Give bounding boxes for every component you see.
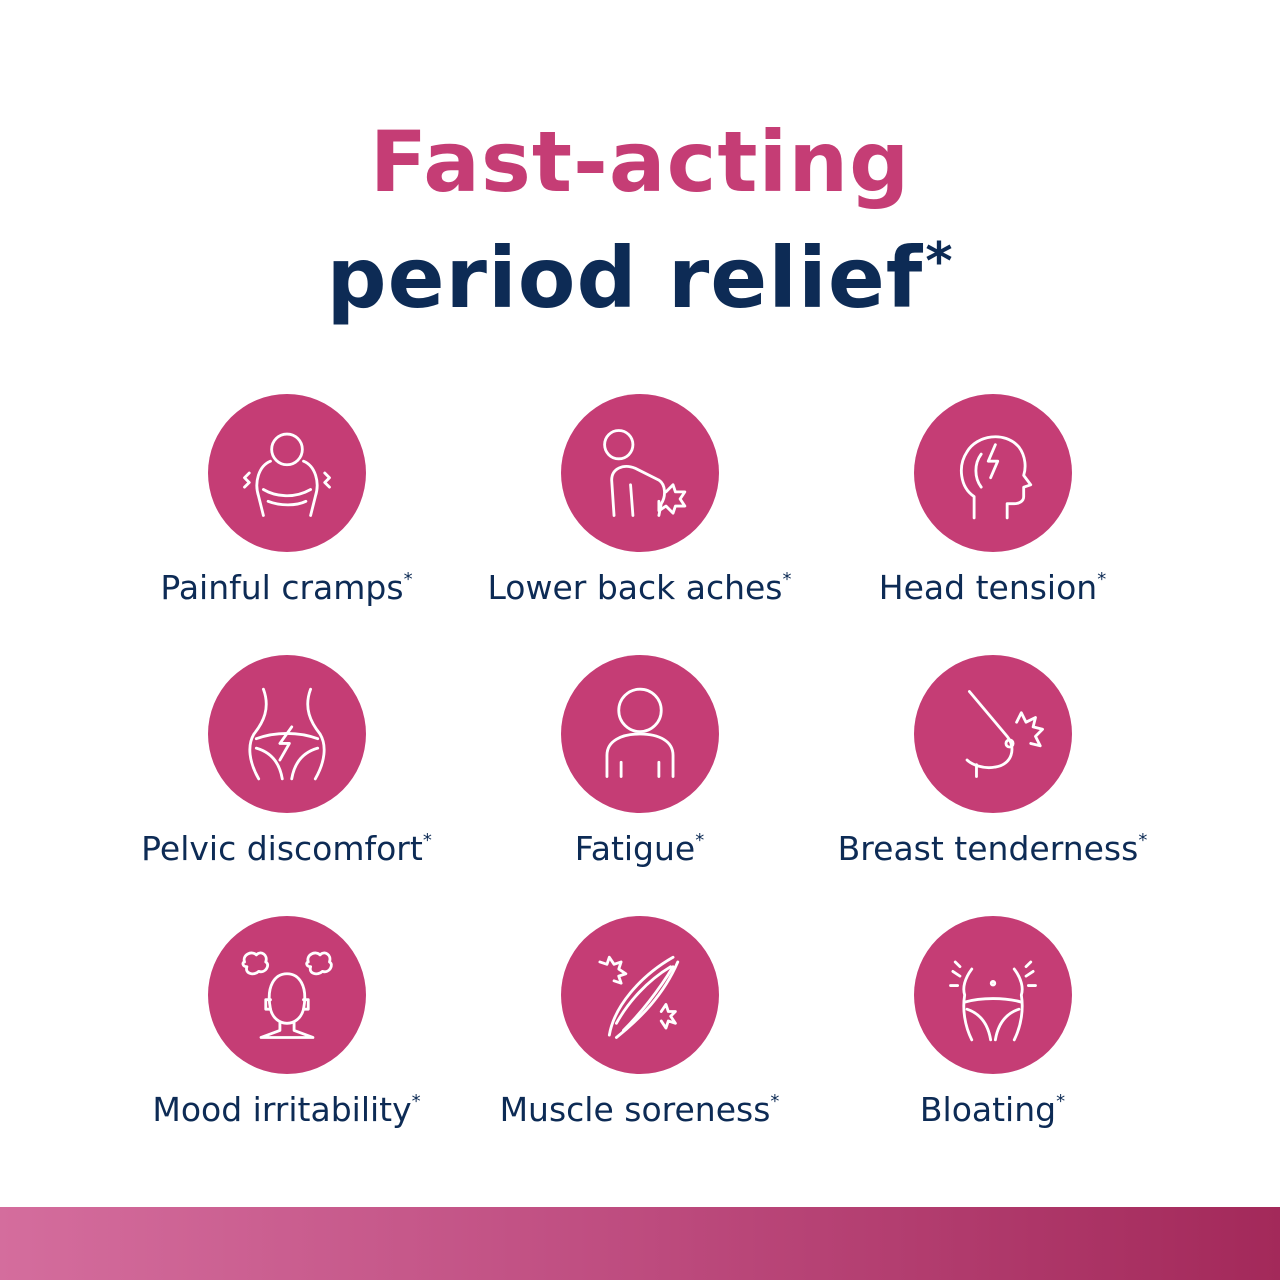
- symptom-badge: [914, 394, 1072, 552]
- symptom-label: Fatigue*: [574, 829, 705, 868]
- bloating-icon: [949, 960, 1037, 1042]
- cramps-icon: [243, 432, 331, 517]
- symptom-label: Lower back aches*: [487, 568, 792, 607]
- headline: Fast-acting period relief*: [0, 112, 1280, 328]
- symptom-item: Painful cramps*: [110, 394, 463, 655]
- symptom-badge: [914, 916, 1072, 1074]
- symptom-item: Muscle soreness*: [463, 916, 816, 1177]
- symptom-item: Mood irritability*: [110, 916, 463, 1177]
- symptom-label: Pelvic discomfort*: [141, 829, 432, 868]
- symptom-label: Head tension*: [878, 568, 1107, 607]
- muscle-icon: [598, 955, 680, 1039]
- headline-line2-text: period relief: [326, 229, 924, 327]
- symptom-badge: [561, 916, 719, 1074]
- symptom-badge: [561, 655, 719, 813]
- pelvic-icon: [248, 687, 326, 781]
- symptom-label: Breast tenderness*: [837, 829, 1148, 868]
- symptom-label: Muscle soreness*: [499, 1090, 780, 1129]
- symptom-grid: Painful cramps* Lower back aches* Head t…: [110, 394, 1170, 1177]
- symptom-item: Bloating*: [816, 916, 1169, 1177]
- symptom-item: Lower back aches*: [463, 394, 816, 655]
- symptom-badge: [208, 916, 366, 1074]
- symptom-badge: [561, 394, 719, 552]
- headline-line2: period relief*: [0, 212, 1280, 328]
- symptom-label: Bloating*: [919, 1090, 1066, 1129]
- footer-band: [0, 1207, 1280, 1280]
- symptom-item: Pelvic discomfort*: [110, 655, 463, 916]
- symptom-badge: [208, 394, 366, 552]
- back-pain-icon: [603, 429, 687, 517]
- symptom-label: Mood irritability*: [152, 1090, 421, 1129]
- headline-asterisk: *: [925, 232, 954, 292]
- symptom-badge: [208, 655, 366, 813]
- symptom-item: Breast tenderness*: [816, 655, 1169, 916]
- head-tension-icon: [959, 435, 1033, 520]
- symptom-item: Head tension*: [816, 394, 1169, 655]
- breast-icon: [965, 690, 1044, 778]
- headline-line1: Fast-acting: [369, 113, 911, 211]
- fatigue-icon: [605, 687, 675, 778]
- mood-icon: [241, 951, 333, 1039]
- symptom-badge: [914, 655, 1072, 813]
- symptom-label: Painful cramps*: [160, 568, 413, 607]
- symptom-item: Fatigue*: [463, 655, 816, 916]
